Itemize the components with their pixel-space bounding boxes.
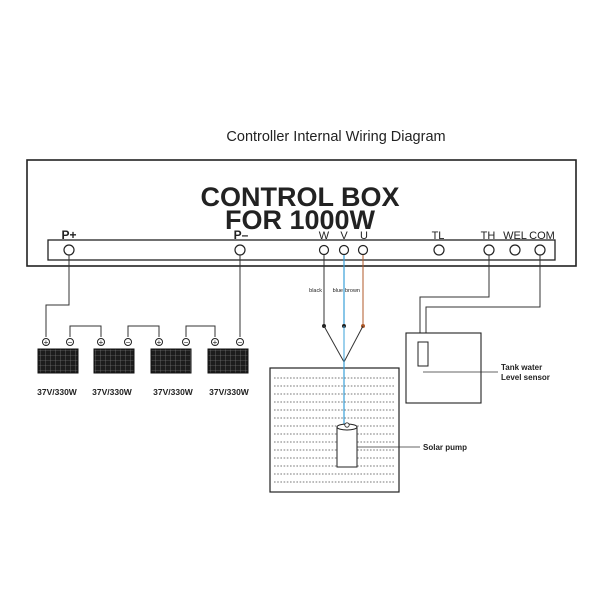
- terminal-th: [483, 244, 495, 256]
- water-tank: [269, 367, 400, 493]
- panel-terminals: [42, 338, 244, 346]
- wire-label-brown: brown: [345, 288, 360, 294]
- wire-label-black: black: [309, 288, 322, 294]
- svg-text:−: −: [68, 338, 73, 347]
- wire-th: [419, 255, 490, 342]
- pump-label: Solar pump: [423, 443, 467, 452]
- svg-text:−: −: [184, 338, 189, 347]
- terminal-label-tl: TL: [432, 230, 445, 242]
- solar-pump: [336, 422, 358, 468]
- solar-panels: 37V/330W 37V/330W 37V/330W 37V/330W: [37, 348, 250, 397]
- terminal-label-v: V: [340, 230, 348, 242]
- control-box-title-line1: CONTROL BOX: [200, 182, 399, 212]
- solar-panel-2: 37V/330W: [92, 348, 135, 397]
- solar-panel-4: 37V/330W: [207, 348, 250, 397]
- terminal-u: [357, 244, 369, 256]
- terminal-wel: [509, 244, 521, 256]
- svg-text:+: +: [157, 338, 162, 347]
- sensor-label-line1: Tank water: [501, 363, 542, 372]
- terminal-label-com: COM: [529, 230, 555, 242]
- terminal-tl: [433, 244, 445, 256]
- solar-panel-4-label: 37V/330W: [209, 387, 250, 397]
- solar-panel-2-label: 37V/330W: [92, 387, 133, 397]
- svg-text:−: −: [238, 338, 243, 347]
- diagram-title: Controller Internal Wiring Diagram: [226, 129, 445, 145]
- terminal-label-p-plus: P+: [61, 228, 76, 242]
- solar-panel-3-label: 37V/330W: [153, 387, 194, 397]
- control-box-title-line2: FOR 1000W: [225, 205, 376, 235]
- terminal-label-wel: WEL: [503, 230, 527, 242]
- panel-polarity-marks: + − + − + − + −: [44, 338, 243, 347]
- terminal-label-u: U: [360, 230, 368, 242]
- solar-panel-1: 37V/330W: [37, 348, 79, 397]
- terminal-com: [534, 244, 546, 256]
- svg-text:+: +: [44, 338, 49, 347]
- terminal-screws: [63, 244, 546, 256]
- svg-text:+: +: [213, 338, 218, 347]
- terminal-label-p-minus: P–: [234, 228, 249, 242]
- terminal-v: [338, 244, 350, 256]
- terminal-label-th: TH: [481, 230, 496, 242]
- terminal-p-plus: [63, 244, 75, 256]
- svg-text:−: −: [126, 338, 131, 347]
- solar-panel-1-label: 37V/330W: [37, 387, 78, 397]
- solar-panel-3: 37V/330W: [150, 348, 194, 397]
- terminal-label-w: W: [319, 230, 330, 242]
- level-sensor-box: [405, 332, 482, 404]
- wire-label-blue: blue: [333, 288, 343, 294]
- series-jumpers: [69, 325, 216, 337]
- terminal-strip: [47, 239, 556, 261]
- water-level-lines: [274, 377, 395, 483]
- sensor-label-line2: Level sensor: [501, 373, 550, 382]
- terminal-p-minus: [234, 244, 246, 256]
- level-sensor-probe: [417, 341, 429, 367]
- terminal-w: [318, 244, 330, 256]
- wire-com: [425, 255, 541, 342]
- wire-p-plus: [45, 255, 70, 337]
- svg-text:+: +: [99, 338, 104, 347]
